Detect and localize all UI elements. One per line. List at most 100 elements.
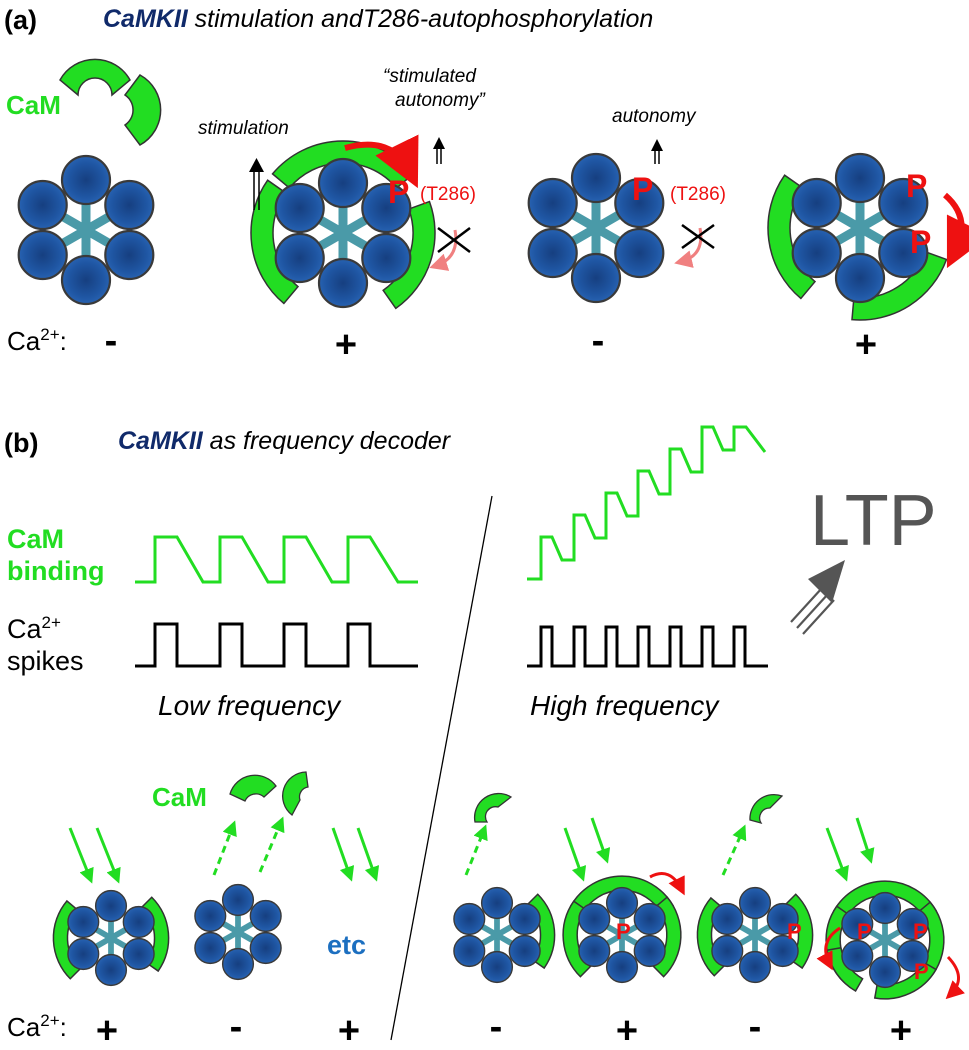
triple-arrow-icon	[790, 560, 845, 635]
kinase-subunit	[221, 947, 255, 981]
ca-state-minus: -	[749, 1006, 762, 1048]
ca-state-plus: +	[335, 324, 357, 366]
camkii-holoenzyme	[250, 140, 436, 310]
camkii-holoenzyme	[767, 152, 948, 321]
kinase-subunit	[834, 252, 886, 304]
ca-colon: :	[60, 1012, 67, 1042]
phospho-p-label: P	[913, 919, 928, 944]
kinase-subunit	[361, 232, 412, 284]
cam-molecule	[282, 771, 309, 816]
kinase-subunit	[508, 902, 541, 936]
camkii-holoenzyme	[562, 875, 682, 984]
red-phosphorylation-arrow	[945, 955, 965, 1000]
double-up-arrow-icon	[249, 158, 264, 210]
camkii-holoenzyme	[696, 886, 814, 984]
kinase-subunit	[868, 891, 902, 925]
camkii-holoenzyme	[453, 886, 556, 984]
kinase-subunit	[605, 886, 639, 920]
panel-divider	[390, 495, 493, 1041]
kinase-subunit	[60, 254, 112, 306]
ca-base: Ca	[7, 326, 41, 356]
kinase-subunit	[766, 902, 799, 936]
panel-b-title-camkii: CaMKII	[118, 427, 204, 455]
pink-arrow	[429, 229, 458, 271]
cam-binding-line2: binding	[7, 556, 104, 586]
kinase-subunit	[317, 157, 369, 209]
cross-icon	[681, 223, 715, 250]
kinase-subunit	[578, 934, 611, 968]
stimulation-label: stimulation	[198, 118, 289, 139]
ca-spikes-line1: Ca	[7, 614, 42, 644]
autonomy-label: autonomy	[612, 106, 697, 127]
stimulated-autonomy-line2: autonomy”	[395, 90, 486, 111]
kinase-subunit	[841, 939, 874, 973]
camkii-holoenzyme	[825, 880, 945, 1000]
phospho-p-label: P	[906, 168, 927, 204]
ca-row-label: Ca2+:	[7, 1011, 67, 1042]
kinase-subunit	[122, 937, 155, 971]
kinase-subunit	[480, 886, 514, 920]
stimulated-autonomy-line1: “stimulated	[383, 66, 477, 87]
kinase-subunit	[878, 227, 929, 279]
kinase-subunit	[578, 902, 611, 936]
cam-label: CaM	[152, 782, 207, 812]
ca-base: Ca	[7, 1012, 41, 1042]
phospho-p-label: P	[388, 174, 409, 210]
cam-label: CaM	[6, 90, 61, 120]
cross-icon	[437, 227, 471, 253]
ca-state-plus: +	[96, 1010, 118, 1050]
kinase-subunit	[711, 902, 744, 936]
ca-spike-trace-high	[527, 625, 768, 668]
cam-molecule	[473, 792, 513, 823]
t286-label: (T286)	[670, 184, 726, 205]
kinase-subunit	[67, 905, 100, 939]
phospho-p-label: P	[787, 919, 802, 944]
ca-colon: :	[60, 326, 67, 356]
kinase-subunit	[67, 937, 100, 971]
kinase-subunit	[633, 934, 666, 968]
kinase-subunit	[104, 229, 155, 281]
phospho-p-label: P	[910, 224, 931, 260]
low-frequency-label: Low frequency	[158, 690, 342, 721]
ltp-label: LTP	[810, 481, 937, 561]
ca-spikes-line2: spikes	[7, 646, 84, 676]
ca-state-minus: -	[592, 320, 605, 362]
high-frequency-label: High frequency	[530, 690, 720, 721]
ca-state-plus: +	[338, 1010, 360, 1050]
camkii-holoenzyme	[52, 889, 170, 987]
phospho-p-label: P	[914, 959, 929, 984]
ca-spike-trace-low	[135, 622, 418, 668]
t286-label: (T286)	[420, 184, 476, 205]
panel-b-title: CaMKII as frequency decoder	[118, 427, 452, 455]
kinase-subunit	[274, 232, 325, 284]
kinase-subunit	[221, 883, 255, 917]
panel-b-title-rest: as frequency decoder	[203, 427, 452, 455]
red-phosphorylation-arrow	[816, 926, 841, 971]
cam-molecule	[229, 774, 277, 802]
kinase-subunit	[17, 229, 68, 281]
bound-cam	[826, 946, 864, 993]
kinase-subunit	[527, 177, 578, 229]
kinase-subunit	[791, 227, 842, 279]
phospho-p-label: P	[857, 919, 872, 944]
stimulated-autonomy-label: “stimulated autonomy”	[383, 66, 486, 111]
etc-label: etc	[327, 930, 366, 960]
kinase-subunit	[896, 939, 929, 973]
kinase-subunit	[94, 889, 128, 923]
kinase-subunit	[60, 154, 112, 206]
red-phosphorylation-arrow	[649, 872, 685, 896]
ca-state-plus: +	[855, 324, 877, 366]
double-up-arrow-icon	[651, 139, 663, 164]
cam-binding-line1: CaM	[7, 524, 64, 554]
kinase-subunit	[633, 902, 666, 936]
camkii-holoenzyme	[194, 883, 282, 981]
bound-cam	[873, 961, 938, 1000]
ca-sup: 2+	[40, 1011, 59, 1030]
phospho-p-label: P	[632, 171, 653, 207]
cam-molecule	[749, 793, 784, 825]
ca-sup: 2+	[40, 325, 59, 344]
kinase-subunit	[868, 955, 902, 989]
kinase-subunit	[791, 177, 842, 229]
